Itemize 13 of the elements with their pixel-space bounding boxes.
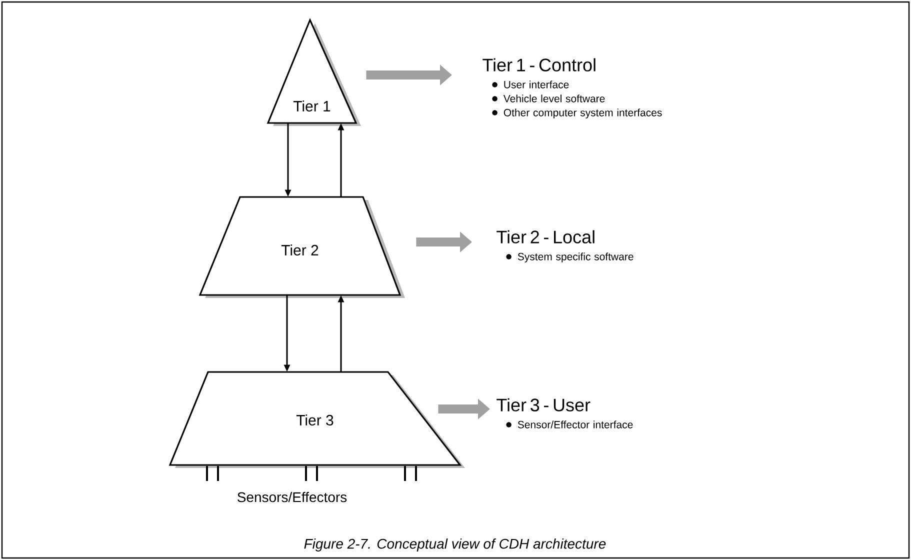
bullet-item: User interface	[504, 80, 569, 88]
bullet-item: Sensor/Effector interface	[518, 420, 633, 428]
heading: Tier 3 - User	[496, 398, 590, 412]
bullet-item: System specific software	[518, 252, 634, 262]
caption: Figure 2-7. Conceptual view of CDH architecture	[304, 538, 606, 552]
tier-label: Tier 3	[296, 414, 334, 426]
heading: Tier 2 - Local	[496, 230, 594, 244]
tier-label: Tier 2	[281, 244, 318, 256]
bullet-item: Vehicle level software	[503, 94, 605, 102]
heading: Tier 1 - Control	[482, 58, 596, 72]
sensors-label: Sensors/Effectors	[238, 492, 347, 502]
tier-label: Tier 1	[293, 100, 330, 112]
bullet-item: Other computer system interfaces	[504, 108, 662, 118]
